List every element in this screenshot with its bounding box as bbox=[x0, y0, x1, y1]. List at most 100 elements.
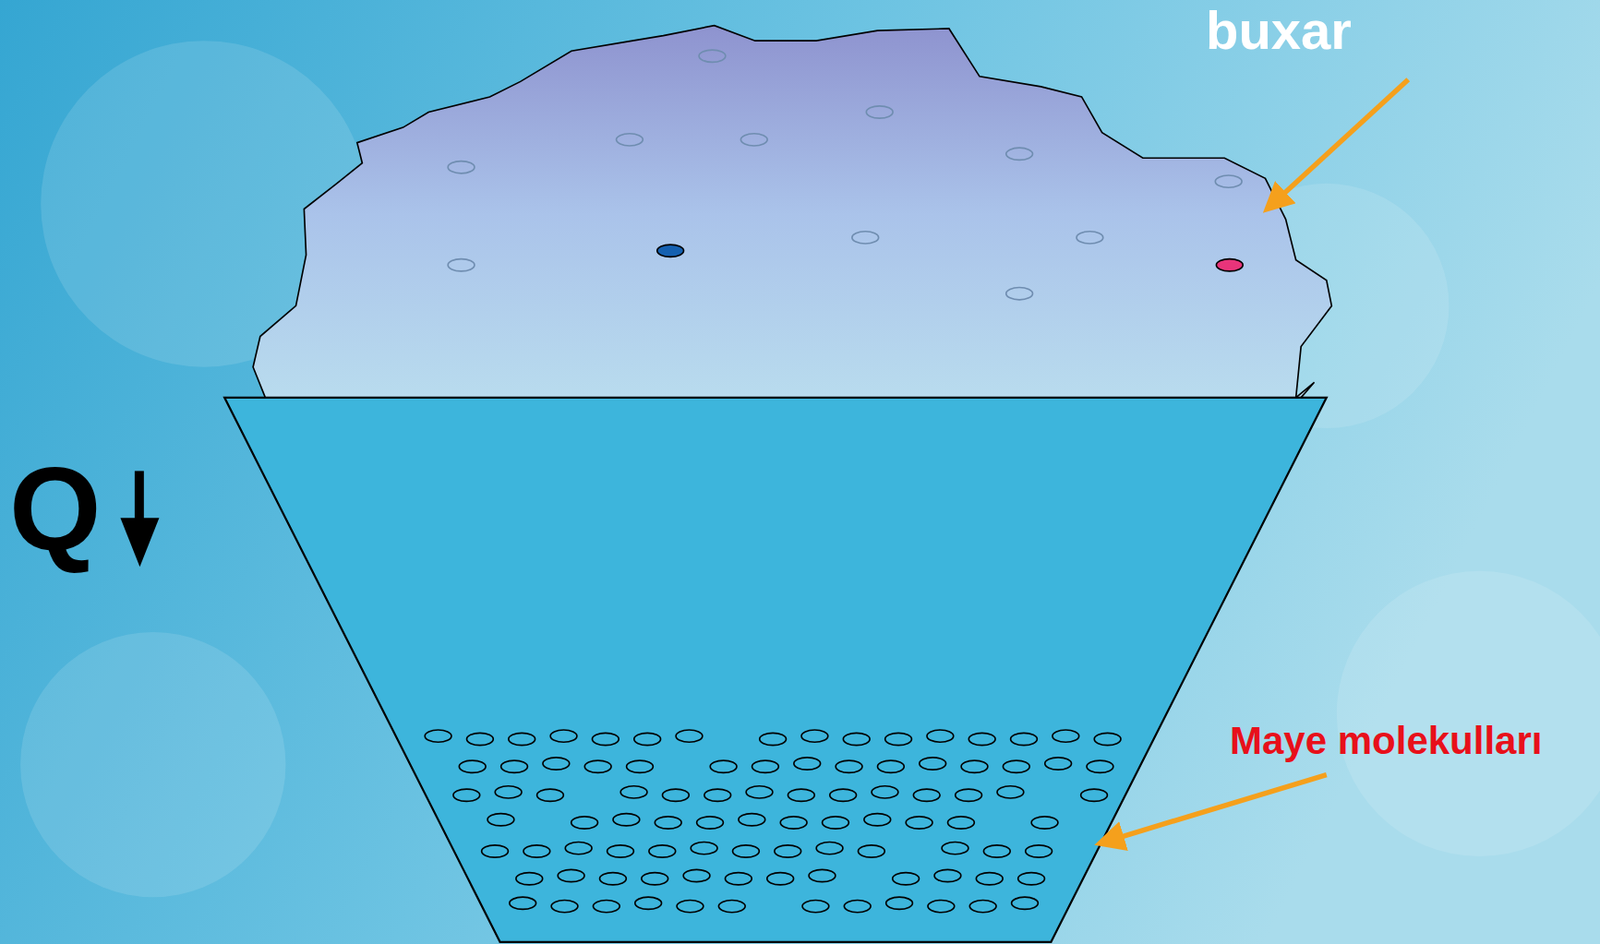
vapor-molecule bbox=[447, 161, 475, 174]
vapor-molecule bbox=[1006, 288, 1034, 301]
liquid-molecule bbox=[487, 814, 515, 827]
liquid-molecule bbox=[467, 733, 494, 746]
liquid-molecule bbox=[551, 900, 578, 913]
liquid-molecule bbox=[501, 760, 529, 773]
liquid-molecule bbox=[584, 760, 612, 773]
liquid-molecule bbox=[752, 760, 780, 773]
liquid-molecule bbox=[508, 733, 536, 746]
vapor-cloud bbox=[252, 25, 1332, 404]
heat-symbol: Q bbox=[9, 450, 102, 569]
liquid-molecule bbox=[1011, 897, 1039, 910]
liquid-molecule bbox=[709, 760, 737, 773]
liquid-molecule bbox=[857, 845, 885, 858]
liquid-molecule bbox=[948, 817, 975, 830]
liquid-molecule bbox=[676, 900, 704, 913]
liquid-molecule bbox=[724, 873, 752, 886]
vapor-molecule bbox=[866, 106, 893, 119]
liquid-molecule bbox=[537, 789, 565, 802]
liquid-molecule bbox=[626, 760, 654, 773]
liquid-molecule bbox=[774, 845, 802, 858]
liquid-molecule bbox=[704, 789, 732, 802]
liquid-molecule bbox=[913, 789, 940, 802]
vapor-molecule bbox=[1215, 175, 1242, 188]
liquid-molecule bbox=[1086, 760, 1114, 773]
liquid-molecule bbox=[550, 730, 578, 743]
vapor-molecule bbox=[447, 259, 475, 272]
liquid-molecule bbox=[1081, 789, 1108, 802]
liquid-molecule bbox=[802, 900, 830, 913]
liquid-molecule bbox=[1002, 760, 1030, 773]
liquid-molecule bbox=[424, 730, 452, 743]
liquid-molecule bbox=[634, 733, 662, 746]
liquid-molecule bbox=[591, 733, 619, 746]
liquid-vessel bbox=[224, 397, 1327, 943]
liquid-molecule bbox=[816, 842, 843, 855]
liquid-molecule bbox=[767, 873, 794, 886]
liquid-molecule bbox=[635, 897, 662, 910]
liquid-molecule bbox=[481, 845, 509, 858]
liquid-molecule bbox=[1025, 845, 1053, 858]
vapor-molecule bbox=[740, 133, 768, 146]
liquid-molecule bbox=[843, 900, 871, 913]
liquid-molecule bbox=[565, 842, 592, 855]
liquid-molecule bbox=[801, 730, 829, 743]
liquid-molecule bbox=[571, 817, 599, 830]
liquid-molecule bbox=[997, 786, 1024, 799]
liquid-molecule bbox=[759, 733, 787, 746]
liquid-molecule bbox=[886, 897, 914, 910]
liquid-molecule bbox=[675, 730, 703, 743]
liquid-molecule bbox=[641, 873, 669, 886]
liquid-molecule bbox=[983, 845, 1011, 858]
liquid-molecule bbox=[1018, 873, 1046, 886]
liquid-molecule bbox=[592, 900, 620, 913]
liquid-molecule bbox=[871, 786, 899, 799]
liquid-molecules bbox=[424, 730, 1121, 914]
leader-arrow bbox=[1270, 79, 1408, 206]
vapor-molecule bbox=[1076, 231, 1104, 244]
liquid-molecule bbox=[458, 760, 486, 773]
liquid-molecule bbox=[733, 845, 760, 858]
vapor-label: buxar bbox=[1205, 3, 1352, 58]
liquid-molecule bbox=[613, 814, 640, 827]
liquid-molecule bbox=[892, 873, 920, 886]
liquid-molecule bbox=[494, 786, 522, 799]
liquid-molecule bbox=[941, 842, 969, 855]
vapor-molecule bbox=[1006, 147, 1034, 160]
liquid-molecule bbox=[1031, 817, 1059, 830]
leader-arrow bbox=[1104, 775, 1327, 843]
liquid-molecule bbox=[1052, 730, 1080, 743]
vapor-molecule bbox=[852, 231, 879, 244]
liquid-molecule bbox=[620, 786, 648, 799]
liquid-molecule bbox=[745, 786, 773, 799]
liquid-molecule bbox=[509, 897, 537, 910]
liquid-molecule bbox=[738, 814, 766, 827]
liquid-molecule bbox=[961, 760, 988, 773]
liquid-molecule bbox=[793, 757, 821, 770]
liquid-molecule bbox=[822, 817, 850, 830]
liquid-molecule bbox=[557, 869, 585, 882]
liquid-molecule bbox=[607, 845, 635, 858]
vapor-molecule bbox=[1215, 259, 1243, 272]
liquid-molecule bbox=[523, 845, 551, 858]
liquid-molecule bbox=[600, 873, 627, 886]
liquid-molecule bbox=[690, 842, 718, 855]
liquid-molecule bbox=[885, 733, 913, 746]
liquid-molecule bbox=[968, 733, 996, 746]
vapor-molecule bbox=[698, 49, 726, 62]
liquid-molecule bbox=[516, 873, 543, 886]
liquid-molecule bbox=[969, 900, 997, 913]
liquid-molecule bbox=[905, 817, 933, 830]
vapor-molecules bbox=[447, 49, 1243, 301]
liquid-molecule bbox=[877, 760, 904, 773]
liquid-molecule bbox=[919, 757, 947, 770]
liquid-molecule bbox=[835, 760, 863, 773]
liquid-molecule bbox=[780, 817, 807, 830]
liquid-molecule bbox=[927, 900, 955, 913]
vapor-molecule bbox=[657, 244, 685, 257]
liquid-molecule bbox=[453, 789, 481, 802]
liquid-molecule bbox=[718, 900, 746, 913]
liquid-molecule bbox=[830, 789, 857, 802]
liquid-molecule bbox=[975, 873, 1003, 886]
